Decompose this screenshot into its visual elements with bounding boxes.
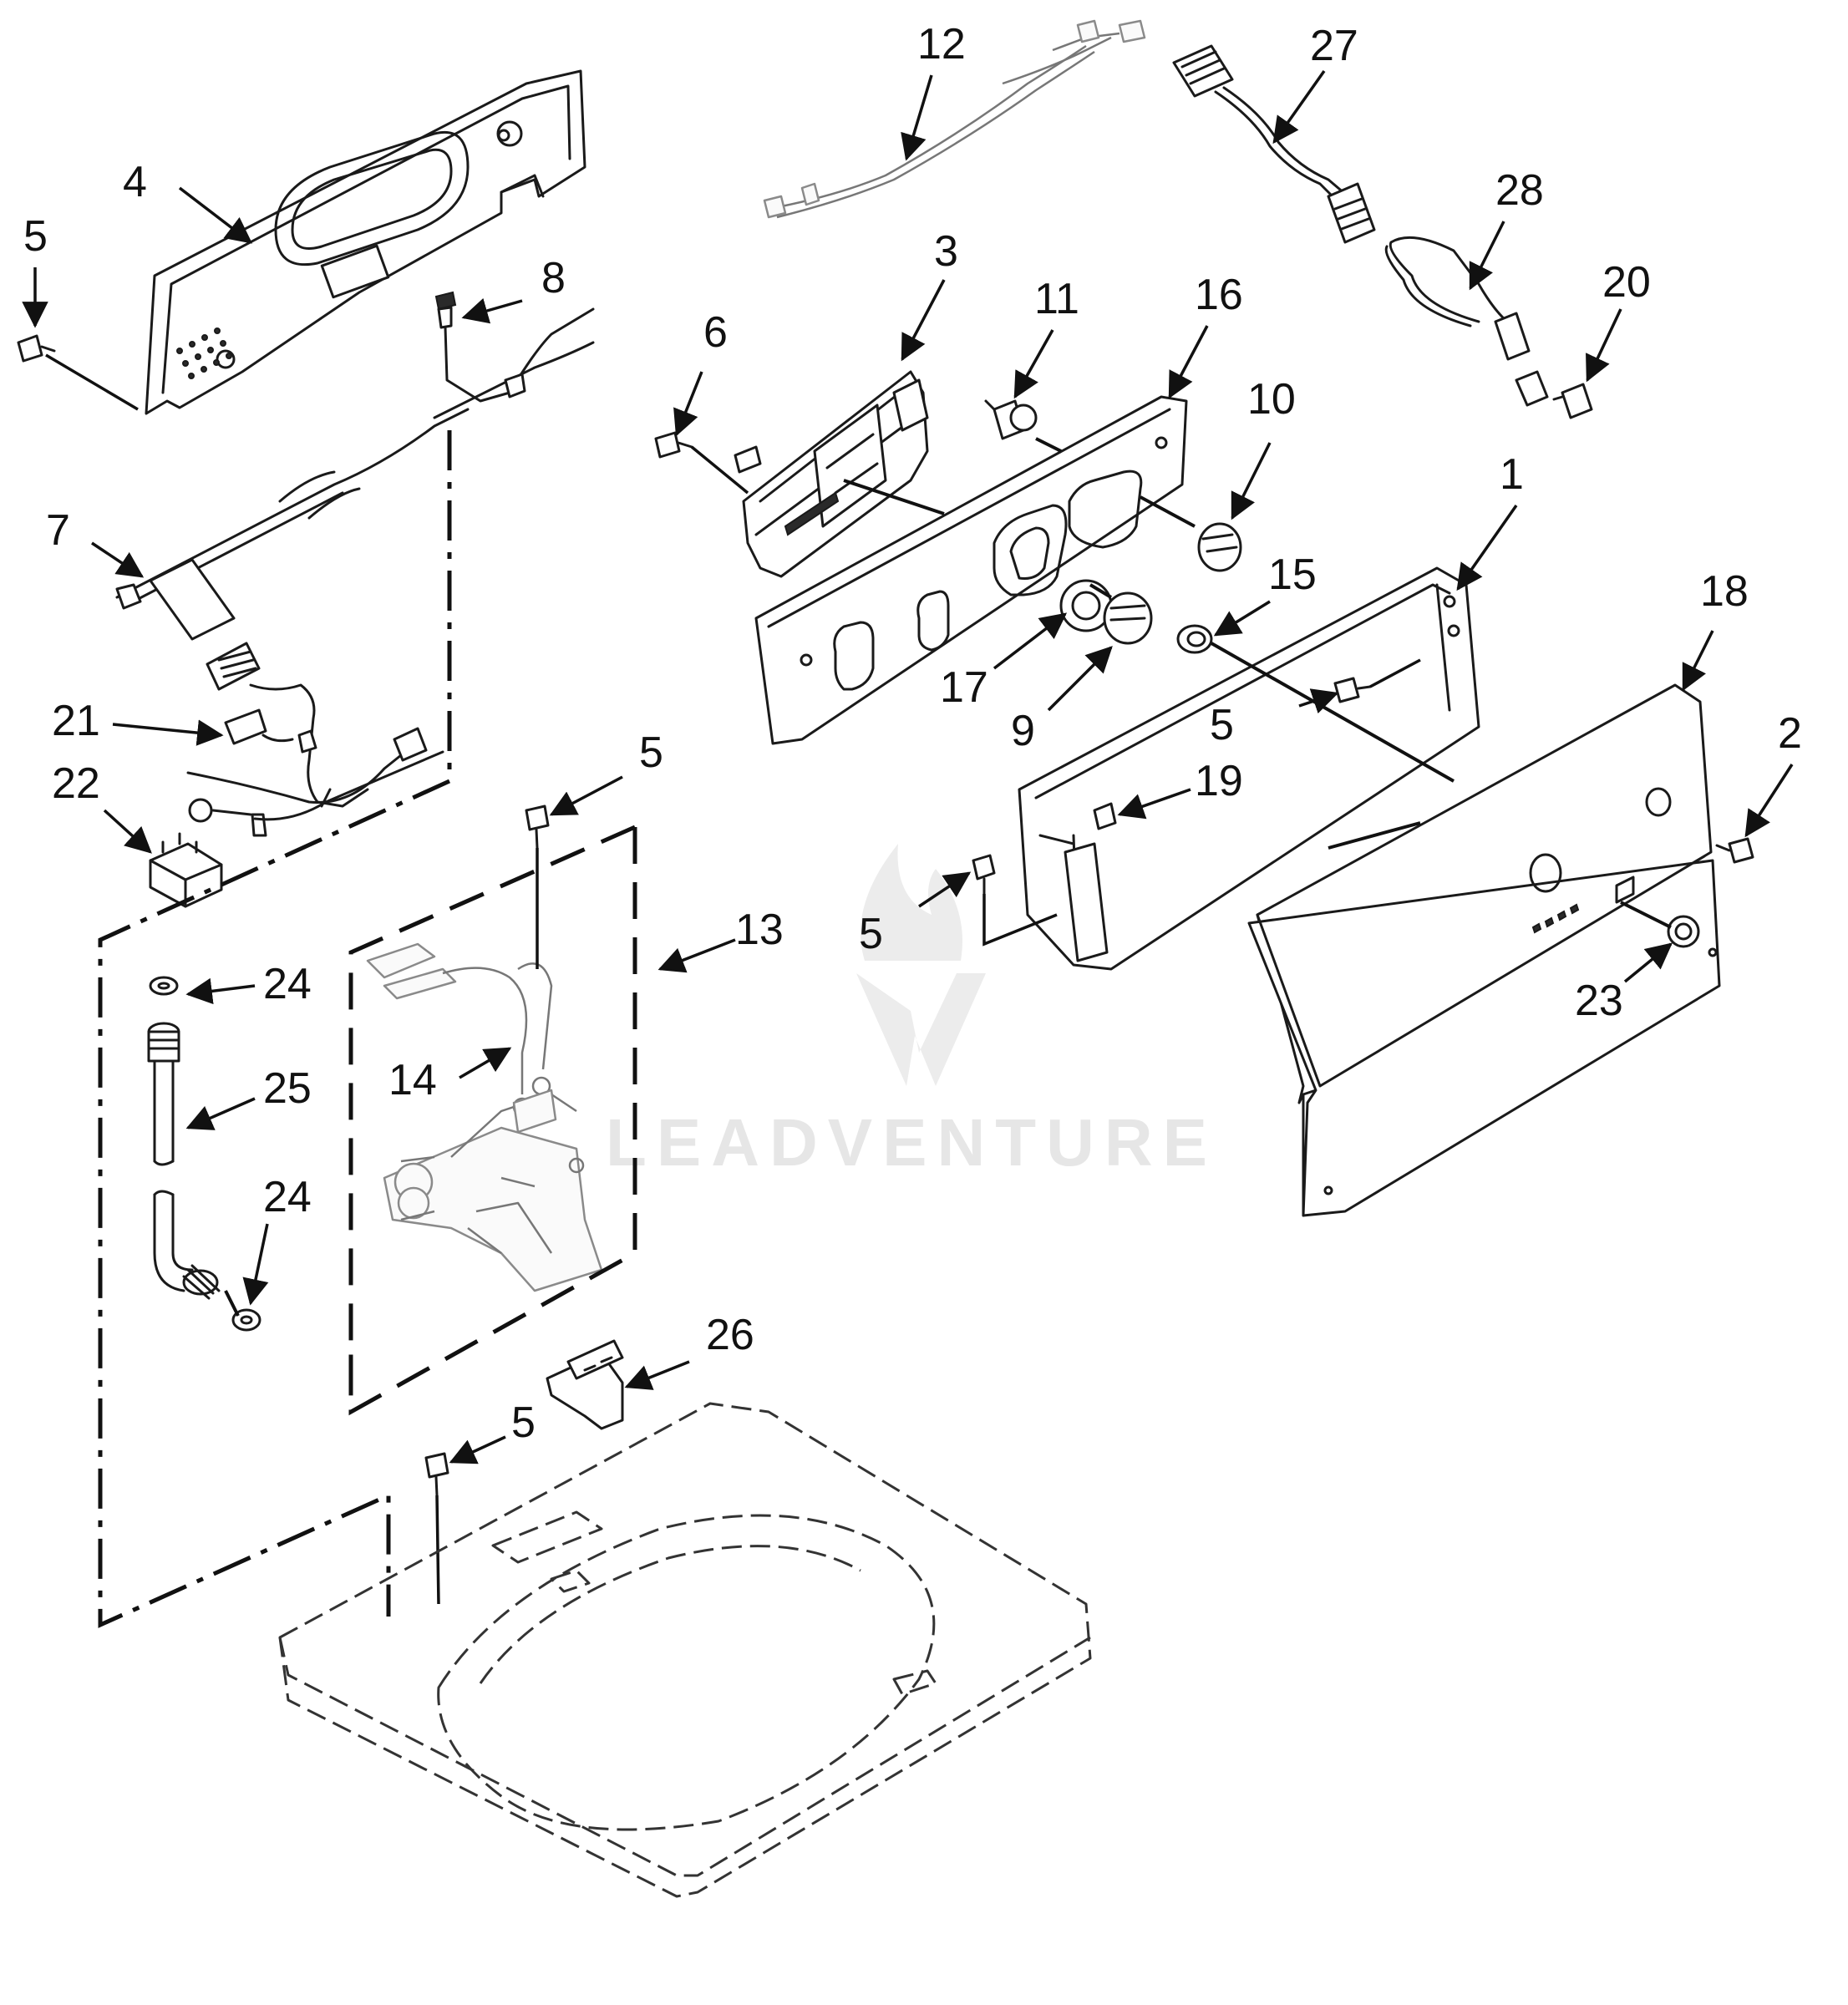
callout-8[interactable]: 8 bbox=[541, 254, 566, 302]
callout-5-base[interactable]: 5 bbox=[511, 1398, 536, 1447]
callout-14[interactable]: 14 bbox=[388, 1056, 437, 1104]
part-1-console-base bbox=[1018, 566, 1480, 971]
part-4-rear-console-panel bbox=[145, 69, 586, 415]
assembly-lines bbox=[98, 430, 1672, 1628]
callout-5-valve[interactable]: 5 bbox=[639, 728, 663, 777]
callout-24-bottom[interactable]: 24 bbox=[263, 1173, 312, 1221]
screw-5-left bbox=[17, 334, 139, 411]
washer-top-base-frame bbox=[278, 1402, 1092, 1898]
callout-16[interactable]: 16 bbox=[1195, 271, 1243, 319]
callout-1[interactable]: 1 bbox=[1500, 450, 1524, 499]
callout-28[interactable]: 28 bbox=[1495, 166, 1544, 215]
callout-5[interactable]: 5 bbox=[23, 212, 48, 261]
part-12-wire-harness bbox=[763, 19, 1146, 219]
part-20-connector bbox=[1552, 383, 1593, 419]
part-24-washer-bottom bbox=[231, 1308, 261, 1332]
flame-logo-icon bbox=[856, 844, 986, 1086]
callout-leaders bbox=[22, 69, 1794, 1464]
callout-11[interactable]: 11 bbox=[1034, 275, 1079, 323]
screw-2 bbox=[1715, 837, 1754, 864]
part-24-washer-top bbox=[149, 976, 179, 996]
callout-2[interactable]: 2 bbox=[1778, 709, 1802, 758]
callout-21[interactable]: 21 bbox=[52, 697, 100, 745]
callout-4[interactable]: 4 bbox=[123, 158, 147, 206]
callout-15[interactable]: 15 bbox=[1268, 551, 1317, 599]
callout-25[interactable]: 25 bbox=[263, 1064, 312, 1113]
callout-13[interactable]: 13 bbox=[735, 906, 784, 954]
part-13-water-valve bbox=[383, 1089, 603, 1292]
part-11-encoder bbox=[984, 399, 1038, 440]
callout-9[interactable]: 9 bbox=[1011, 707, 1035, 755]
callout-5-console[interactable]: 5 bbox=[1210, 701, 1234, 749]
screw-5-base bbox=[424, 1452, 449, 1605]
part-28-wire-harness bbox=[1384, 236, 1549, 407]
callout-19[interactable]: 19 bbox=[1195, 757, 1243, 805]
callout-12[interactable]: 12 bbox=[917, 20, 966, 69]
part-16-console-front bbox=[754, 395, 1188, 745]
callout-24-top[interactable]: 24 bbox=[263, 960, 312, 1008]
part-14-valve-harness bbox=[366, 942, 553, 1117]
part-18-console-cover bbox=[1247, 683, 1721, 1217]
part-25-fill-hose bbox=[147, 1022, 221, 1300]
callout-18[interactable]: 18 bbox=[1700, 567, 1749, 616]
screw-6 bbox=[654, 431, 749, 495]
callout-7[interactable]: 7 bbox=[46, 506, 70, 555]
callout-27[interactable]: 27 bbox=[1310, 22, 1358, 70]
part-23-grommet bbox=[1667, 915, 1700, 948]
watermark-text: LEADVENTURE bbox=[606, 1105, 1217, 1180]
part-22-relay bbox=[149, 832, 223, 908]
callout-20[interactable]: 20 bbox=[1602, 258, 1651, 307]
callout-6[interactable]: 6 bbox=[703, 308, 728, 357]
part-15-button bbox=[1176, 624, 1213, 654]
part-8-ground-wire bbox=[434, 291, 595, 403]
callout-3[interactable]: 3 bbox=[934, 227, 958, 276]
callout-5-lower-console[interactable]: 5 bbox=[859, 910, 883, 958]
part-26-bracket bbox=[546, 1339, 624, 1430]
watermark: LEADVENTURE bbox=[606, 844, 1217, 1180]
part-27-wire-harness bbox=[1172, 44, 1376, 244]
part-3-control-board bbox=[734, 370, 929, 578]
callout-labels: 4 5 8 7 21 22 12 27 28 20 3 11 16 6 10 1… bbox=[23, 20, 1802, 1447]
vent-holes bbox=[176, 327, 232, 379]
callout-10[interactable]: 10 bbox=[1247, 375, 1296, 424]
screw-5-lower-console bbox=[972, 854, 1058, 947]
part-21-wire-harness bbox=[186, 642, 444, 837]
part-9-knob bbox=[1103, 591, 1153, 645]
part-19-clip bbox=[1093, 802, 1117, 830]
callout-26[interactable]: 26 bbox=[706, 1311, 754, 1359]
callout-23[interactable]: 23 bbox=[1575, 977, 1623, 1025]
screw-5-valve bbox=[525, 805, 550, 969]
part-10-knob bbox=[1197, 522, 1242, 572]
callout-17[interactable]: 17 bbox=[940, 663, 988, 712]
part-7-power-cord bbox=[115, 341, 595, 641]
callout-22[interactable]: 22 bbox=[52, 759, 100, 808]
